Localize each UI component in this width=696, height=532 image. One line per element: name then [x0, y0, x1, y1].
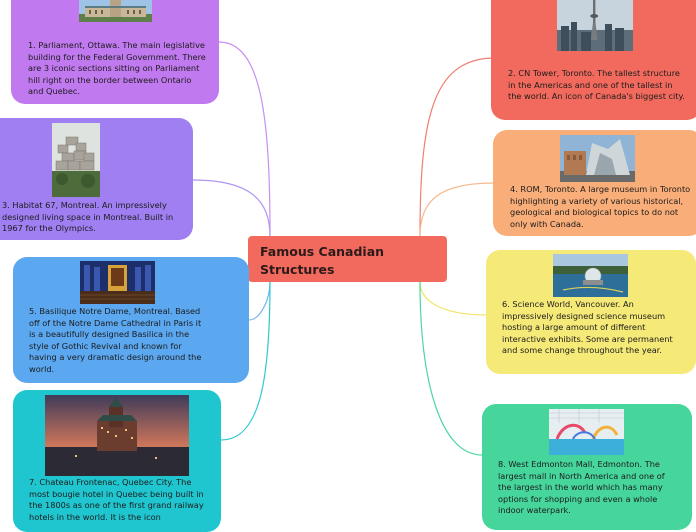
link-habitat-67	[192, 179, 271, 237]
west-edmonton-image	[549, 409, 624, 455]
frontenac-image	[45, 395, 189, 476]
link-cn-tower	[419, 57, 493, 237]
cn-tower-text: 2. CN Tower, Toronto. The tallest struct…	[508, 68, 685, 102]
topic-habitat-67[interactable]: 3. Habitat 67, Montreal. An impressively…	[0, 118, 193, 240]
topic-parliament[interactable]: 1. Parliament, Ottawa. The main legislat…	[11, 0, 219, 104]
connector-lines	[192, 41, 495, 456]
notre-dame-text: 5. Basilique Notre Dame, Montreal. Based…	[29, 306, 202, 374]
topic-rom[interactable]: 4. ROM, Toronto. A large museum in Toron…	[493, 130, 696, 236]
topic-west-edmonton[interactable]: 8. West Edmonton Mall, Edmonton. The lar…	[482, 404, 692, 530]
notre-dame-image	[80, 261, 155, 304]
west-edmonton-text: 8. West Edmonton Mall, Edmonton. The lar…	[498, 459, 665, 516]
link-notre-dame	[248, 281, 271, 321]
link-west-edmonton	[419, 281, 483, 456]
link-science-world	[419, 281, 488, 316]
link-rom	[419, 182, 495, 237]
habitat-67-text: 3. Habitat 67, Montreal. An impressively…	[2, 200, 174, 234]
parliament-image	[79, 0, 152, 22]
parliament-text: 1. Parliament, Ottawa. The main legislat…	[28, 40, 206, 97]
rom-text: 4. ROM, Toronto. A large museum in Toron…	[510, 184, 691, 229]
frontenac-text: 7. Chateau Frontenac, Quebec City. The m…	[29, 477, 204, 522]
science-world-text: 6. Science World, Vancouver. An impressi…	[502, 299, 673, 356]
topic-science-world[interactable]: 6. Science World, Vancouver. An impressi…	[486, 250, 696, 374]
topic-frontenac[interactable]: 7. Chateau Frontenac, Quebec City. The m…	[13, 390, 221, 532]
science-world-image	[553, 254, 628, 297]
cn-tower-image	[557, 0, 633, 51]
rom-image	[560, 135, 635, 182]
link-parliament	[218, 41, 271, 237]
topic-notre-dame[interactable]: 5. Basilique Notre Dame, Montreal. Based…	[13, 257, 249, 383]
topic-cn-tower[interactable]: 2. CN Tower, Toronto. The tallest struct…	[491, 0, 696, 120]
link-frontenac	[220, 281, 271, 441]
central-topic[interactable]: Famous Canadian Structures	[248, 236, 447, 282]
habitat-67-image	[52, 123, 100, 197]
central-topic-title: Famous Canadian Structures	[260, 244, 385, 277]
